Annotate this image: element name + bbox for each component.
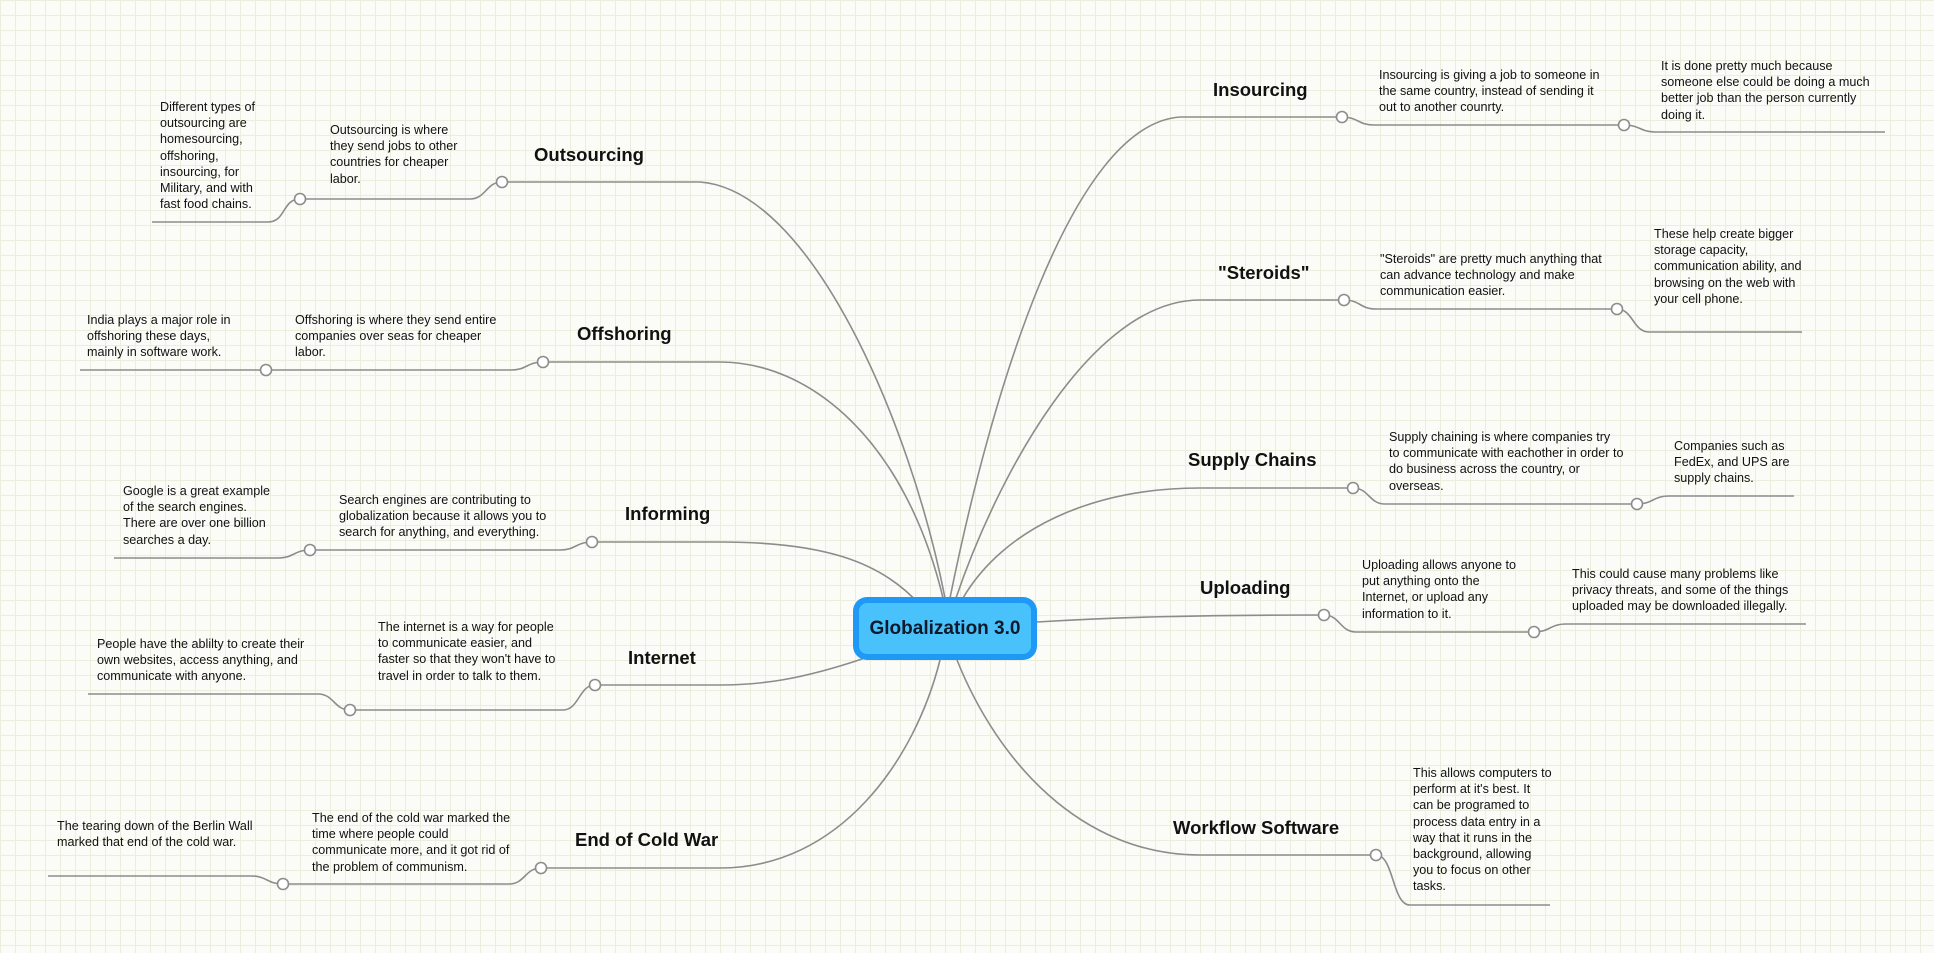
node-dot	[1335, 110, 1349, 124]
node-dot	[1369, 848, 1383, 862]
note-informing-2[interactable]: Google is a great example of the search …	[123, 484, 271, 547]
note-cold-war-2[interactable]: The tearing down of the Berlin Wall mark…	[57, 819, 253, 850]
note-internet-2[interactable]: People have the ablilty to create their …	[97, 637, 305, 684]
note-offshoring-1[interactable]: Offshoring is where they send entire com…	[295, 313, 497, 360]
node-dot	[495, 175, 509, 189]
topic-end-of-cold-war[interactable]: End of Cold War	[575, 829, 719, 850]
node-dot	[536, 355, 550, 369]
note-uploading-1[interactable]: Uploading allows anyone to put anything …	[1362, 558, 1517, 621]
node-dot	[1337, 293, 1351, 307]
note-steroids-2[interactable]: These help create bigger storage capacit…	[1654, 227, 1802, 306]
node-dot	[585, 535, 599, 549]
node-dot	[259, 363, 273, 377]
node-dot	[303, 543, 317, 557]
node-dot	[276, 877, 290, 891]
node-dot	[293, 192, 307, 206]
topic-insourcing[interactable]: Insourcing	[1213, 79, 1308, 100]
node-dot	[1630, 497, 1644, 511]
topic-supply-chains[interactable]: Supply Chains	[1188, 449, 1317, 470]
note-offshoring-2[interactable]: India plays a major role in offshoring t…	[87, 313, 231, 360]
central-topic[interactable]: Globalization 3.0	[853, 597, 1037, 660]
note-steroids-1[interactable]: "Steroids" are pretty much anything that…	[1380, 252, 1602, 299]
node-dot	[1346, 481, 1360, 495]
topic-steroids[interactable]: "Steroids"	[1218, 262, 1310, 283]
node-dot	[1617, 118, 1631, 132]
node-dot	[1317, 608, 1331, 622]
node-dot	[1527, 625, 1541, 639]
central-topic-label: Globalization 3.0	[859, 603, 1031, 654]
topic-offshoring[interactable]: Offshoring	[577, 323, 672, 344]
note-insourcing-1[interactable]: Insourcing is giving a job to someone in…	[1379, 68, 1600, 115]
note-insourcing-2[interactable]: It is done pretty much because someone e…	[1661, 59, 1870, 122]
note-supply-chains-2[interactable]: Companies such as FedEx, and UPS are sup…	[1674, 439, 1790, 486]
topic-workflow-software[interactable]: Workflow Software	[1173, 817, 1340, 838]
topic-outsourcing[interactable]: Outsourcing	[534, 144, 644, 165]
note-supply-chains-1[interactable]: Supply chaining is where companies try t…	[1389, 430, 1624, 493]
topic-internet[interactable]: Internet	[628, 647, 696, 668]
node-dot	[588, 678, 602, 692]
topic-informing[interactable]: Informing	[625, 503, 711, 524]
note-workflow-software-1[interactable]: This allows computers to perform at it's…	[1413, 766, 1552, 894]
topic-uploading[interactable]: Uploading	[1200, 577, 1291, 598]
note-cold-war-1[interactable]: The end of the cold war marked the time …	[312, 811, 511, 874]
note-uploading-2[interactable]: This could cause many problems like priv…	[1572, 567, 1789, 614]
node-dot	[534, 861, 548, 875]
note-internet-1[interactable]: The internet is a way for people to comm…	[378, 620, 556, 683]
note-informing-1[interactable]: Search engines are contributing to globa…	[339, 493, 547, 540]
note-outsourcing-2[interactable]: Different types of outsourcing are homes…	[160, 100, 255, 212]
note-outsourcing-1[interactable]: Outsourcing is where they send jobs to o…	[330, 123, 458, 186]
node-dot	[343, 703, 357, 717]
node-dot	[1610, 302, 1624, 316]
